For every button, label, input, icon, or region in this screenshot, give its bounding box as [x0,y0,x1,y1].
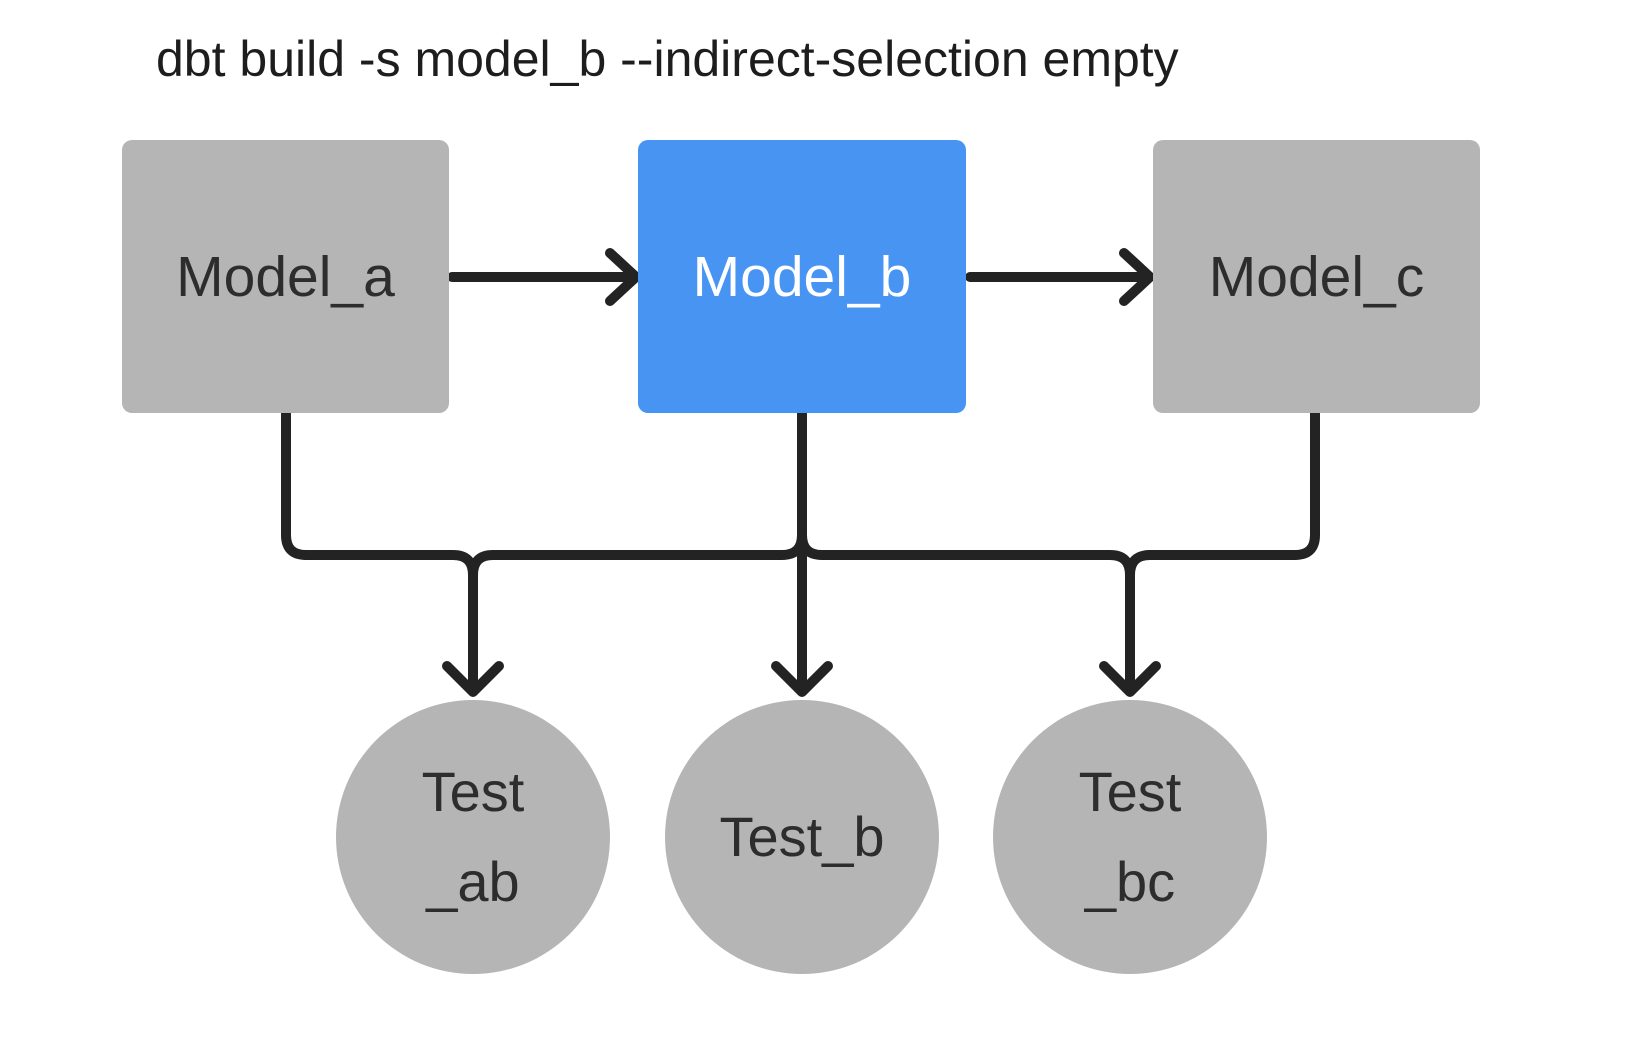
edge-model-a-drop [281,408,311,560]
test-bc-label: Test _bc [1078,760,1182,913]
test-b-label: Test_b [719,805,885,868]
test-bc-node: Test _bc [993,700,1267,974]
edge-bus-segment-1 [301,550,478,580]
right-arrowhead-icon [1119,248,1155,306]
test-b-node: Test_b [665,700,939,974]
edge-bus-segment-3 [797,530,1135,580]
edge-bus-segment-4 [1125,408,1320,580]
model-a-label: Model_a [176,244,395,309]
diagram-title: dbt build -s model_b --indirect-selectio… [156,31,1179,87]
down-arrowhead-icon [1099,661,1161,697]
test-ab-label: Test _ab [421,760,525,913]
right-arrowhead-icon [605,248,641,306]
model-b-node-selected: Model_b [638,140,966,413]
test-ab-node: Test _ab [336,700,610,974]
down-arrowhead-icon [771,661,833,697]
edge-bus-segment-2 [468,530,807,580]
down-arrowhead-icon [442,661,504,697]
model-c-label: Model_c [1208,244,1425,309]
model-a-node: Model_a [122,140,449,413]
model-b-label: Model_b [692,244,912,309]
model-c-node: Model_c [1153,140,1480,413]
